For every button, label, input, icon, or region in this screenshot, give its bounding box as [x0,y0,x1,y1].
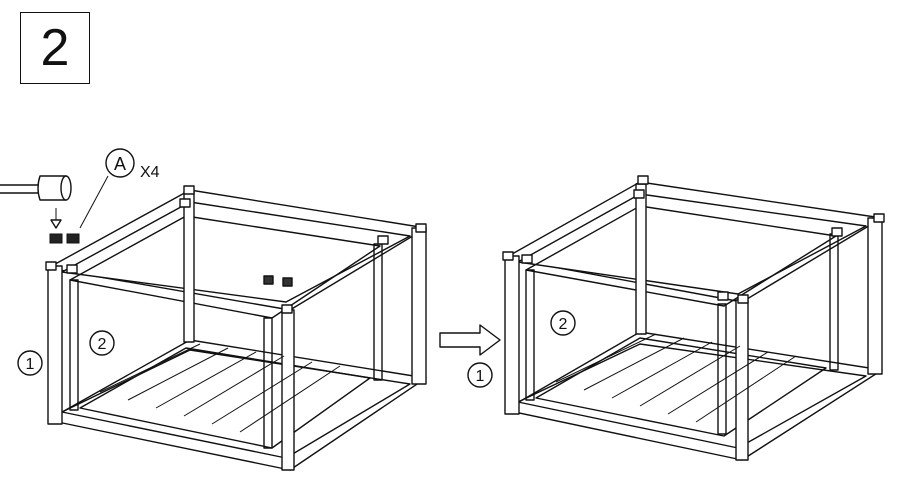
slat [555,333,657,383]
cap-icon [49,233,63,244]
left-inner-frame-bottom [79,347,371,449]
left-legs [47,191,427,471]
cap-icon [183,185,195,195]
part-2-marker-right [550,310,576,336]
left-inner-frame-top [69,215,381,319]
slat [183,355,285,417]
cap-icon [717,291,729,301]
left-slats [99,343,341,433]
slat [211,361,313,425]
part-2-label-right: 2 [559,316,568,333]
cap-icon [281,304,293,314]
right-leg-caps [502,175,885,304]
cap-icon [637,175,649,185]
part-2-label-left: 2 [98,336,107,353]
right-frame-assembly [502,175,885,461]
cap-icon [737,294,749,304]
leg-back-right [411,227,427,385]
right-slats [555,333,797,423]
inner-leg-front-right [717,303,727,435]
left-frame-bottom-inner [61,349,411,459]
part-2-marker-left [89,330,115,356]
cap-icon [377,235,389,245]
cap-icon [282,277,293,287]
slat [695,355,797,423]
cap-icon [633,189,645,199]
leg-back-right [867,217,883,375]
pointer-arrow-icon [79,175,109,229]
slat [667,351,769,415]
cap-icon [521,254,533,264]
slat [155,351,257,409]
right-frame-bottom-inner [517,343,867,449]
left-frame-bottom [47,339,427,471]
part-1-label-left: 1 [26,356,35,373]
inner-leg-back-right [373,243,383,381]
part-a-quantity: X4 [140,164,160,181]
cap-icon [831,227,843,237]
leg-front-left [504,255,520,415]
leg-front-left [47,265,63,425]
inner-leg-front-right [263,317,273,449]
right-inner-frame-bottom [535,337,827,437]
arrow-right-icon [439,324,501,356]
part-a-circle [105,148,135,178]
part-1-label-right: 1 [476,368,485,385]
inner-leg-front-left [69,279,79,411]
cap-icon [66,264,78,274]
left-frame-top-inner [61,201,411,303]
step-number-box: 2 [20,12,90,84]
cap-icon [263,275,274,285]
leg-front-right [735,299,749,461]
cap-icon [66,233,80,244]
part-1-marker-right [467,362,493,388]
leg-front-right [281,309,295,471]
cap-icon [179,198,191,208]
leg-back-left [635,183,647,335]
inner-leg-front-left [525,269,535,401]
cap-icon [502,251,514,261]
right-legs [504,183,883,461]
part-a-letter: A [114,154,126,174]
cap-icon [415,223,427,233]
slat [611,341,713,399]
loose-caps [49,233,80,244]
slat [99,343,201,393]
cap-icon [873,213,885,223]
slat [127,347,229,401]
step-number: 2 [40,19,70,77]
inner-leg-back-right [829,233,839,371]
left-leg-caps [45,185,427,314]
part-1-marker-left [17,350,43,376]
right-frame-top-inner [517,193,867,295]
left-frame-assembly [45,185,427,471]
slat [639,345,741,407]
cap-icon [45,261,57,271]
leg-back-left [183,191,195,343]
slat [583,337,685,391]
down-arrow-icon [50,208,62,229]
mallet-icon [0,175,72,201]
slat [239,365,341,433]
